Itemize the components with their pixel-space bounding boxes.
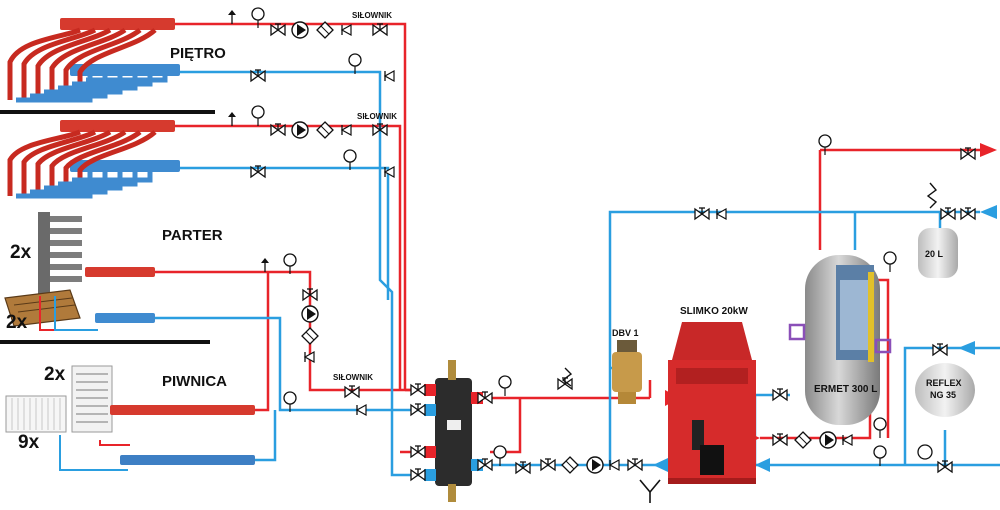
towel-radiator-parter	[38, 212, 82, 294]
dbv-label: DBV 1	[612, 328, 639, 338]
boiler-label: SLIMKO 20kW	[680, 306, 748, 317]
floor-convector-parter	[4, 289, 81, 327]
manifold-parter-supply	[85, 267, 155, 277]
actuator-label-parter: SIŁOWNIK	[333, 373, 373, 382]
hydraulic-separator	[424, 360, 483, 502]
manifold-piwnica-return	[120, 455, 255, 465]
tank-ermet	[788, 255, 892, 425]
panel-radiator-piwnica	[5, 395, 67, 433]
manifold-zone2	[7, 120, 180, 199]
actuator-label-pietro: SIŁOWNIK	[352, 11, 392, 20]
manifold-pietro	[7, 18, 180, 103]
count-panel-piwnica: 9x	[18, 432, 40, 453]
count-floor-parter: 2x	[6, 312, 28, 333]
manifold-piwnica-supply	[110, 405, 255, 415]
vessel-20l-label: 20 L	[925, 249, 944, 259]
reflex-label-line1: REFLEX	[926, 378, 962, 388]
floor-label-pietro: PIĘTRO	[170, 45, 226, 62]
actuator-label-zone2: SIŁOWNIK	[357, 112, 397, 121]
count-towel-parter: 2x	[10, 242, 32, 263]
fittings	[227, 7, 976, 503]
floor-label-parter: PARTER	[162, 227, 223, 244]
manifold-parter-return	[95, 313, 155, 323]
expansion-vessel-20l	[918, 228, 958, 278]
reflex-label-line2: NG 35	[930, 390, 956, 400]
floor-label-piwnica: PIWNICA	[162, 373, 227, 390]
tank-label: ERMET 300 L	[814, 384, 877, 395]
dbv-valve	[612, 340, 642, 404]
count-towel-piwnica: 2x	[44, 364, 66, 385]
expansion-vessel-reflex	[915, 363, 975, 417]
manifold-feeders	[39, 296, 130, 471]
towel-radiator-piwnica	[71, 365, 113, 433]
boiler-slimko	[668, 322, 756, 484]
